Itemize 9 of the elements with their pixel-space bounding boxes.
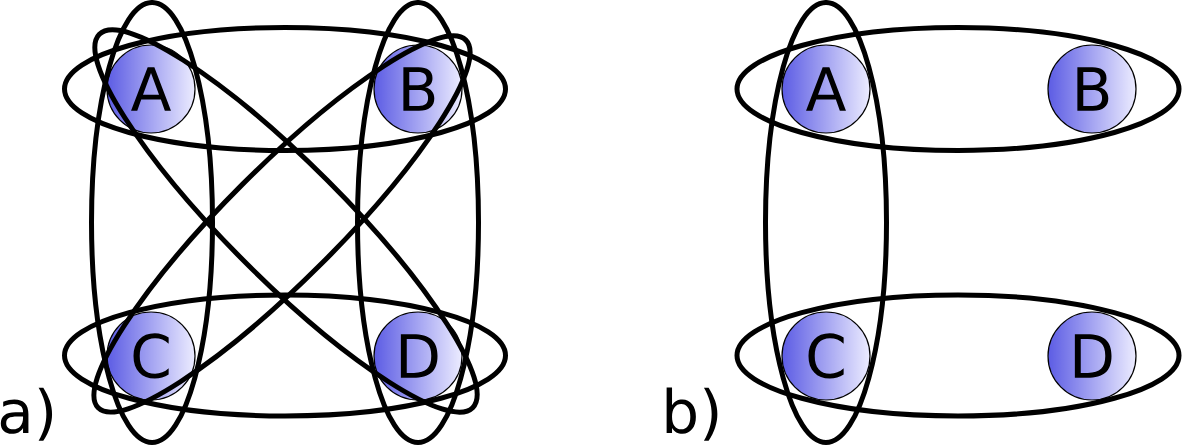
ellipse-outline (763, 0, 889, 445)
ellipse-outline (89, 0, 215, 445)
panel-label: b) (666, 387, 718, 441)
ellipse-outline (734, 292, 1182, 419)
ellipse-outline (734, 25, 1182, 153)
ellipse-outline (62, 292, 508, 419)
ellipse-outline (355, 0, 481, 445)
panel-label: a) (0, 387, 53, 441)
ellipse-outline (62, 25, 508, 153)
